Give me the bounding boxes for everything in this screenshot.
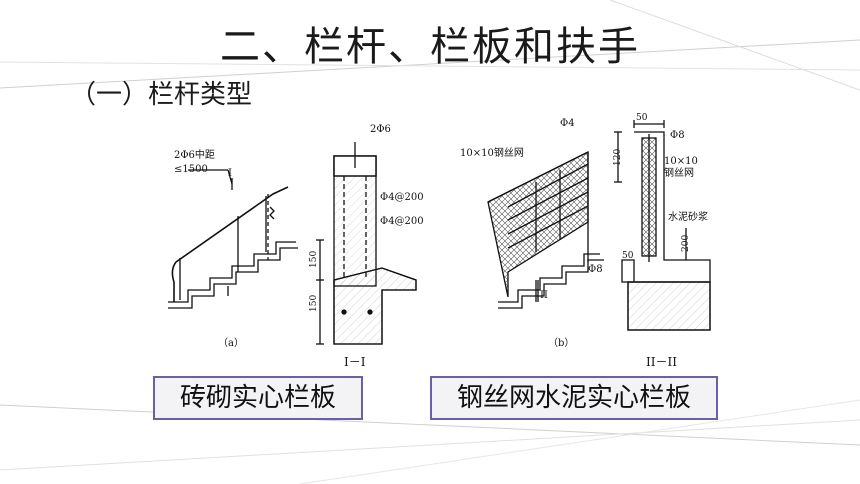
railing-diagram: 2Φ6中距 ≤1500 I （a） 2Φ6 Φ4@200 Φ4@200 150 …	[148, 112, 712, 374]
section-subtitle: （一）栏杆类型	[70, 80, 253, 110]
sec1-dim2: 150	[309, 295, 319, 312]
section-i-drawing	[316, 142, 417, 345]
sec2-dim-height: 120	[613, 149, 623, 166]
sec2-mesh2: 钢丝网	[664, 166, 694, 179]
stair-drawing-a	[168, 169, 298, 309]
mesh-label: 10×10钢丝网	[460, 146, 524, 159]
caption-b: （b）	[548, 337, 574, 349]
sec2-dim-width: 50	[636, 113, 648, 123]
slide-title: 二、栏杆、栏板和扶手	[220, 24, 640, 70]
brick-railing-label: 砖砌实心栏板	[153, 376, 363, 420]
sec2-mesh1: 10×10	[664, 156, 698, 167]
sec1-dim1: 150	[309, 251, 319, 268]
sec2-dim-left: 50	[622, 251, 634, 261]
sec1-label: I－I	[344, 355, 366, 369]
marker-ii: II	[540, 290, 548, 301]
sec2-dim-200: 200	[681, 235, 691, 252]
rod-label: Φ4	[560, 118, 575, 129]
stair-drawing-b	[487, 150, 604, 309]
railing-drawing: 2Φ6中距 ≤1500 I （a） 2Φ6 Φ4@200 Φ4@200 150 …	[168, 113, 711, 369]
marker-i: I	[228, 168, 232, 179]
sec2-mortar: 水泥砂浆	[668, 210, 708, 223]
sec1-rebar2: Φ4@200	[380, 216, 424, 227]
annot-spacing: ≤1500	[174, 164, 208, 175]
bar-label: Φ8	[588, 264, 603, 275]
caption-a: （a）	[218, 337, 244, 349]
sec1-rebar1: Φ4@200	[380, 192, 424, 203]
section-ii-drawing	[614, 120, 711, 331]
sec2-label: II－II	[646, 355, 677, 369]
sec1-top-rebar: 2Φ6	[370, 124, 391, 135]
sec2-rebar: Φ8	[670, 130, 685, 141]
annot-bar: 2Φ6中距	[174, 148, 215, 161]
mesh-railing-label: 钢丝网水泥实心栏板	[430, 376, 718, 420]
